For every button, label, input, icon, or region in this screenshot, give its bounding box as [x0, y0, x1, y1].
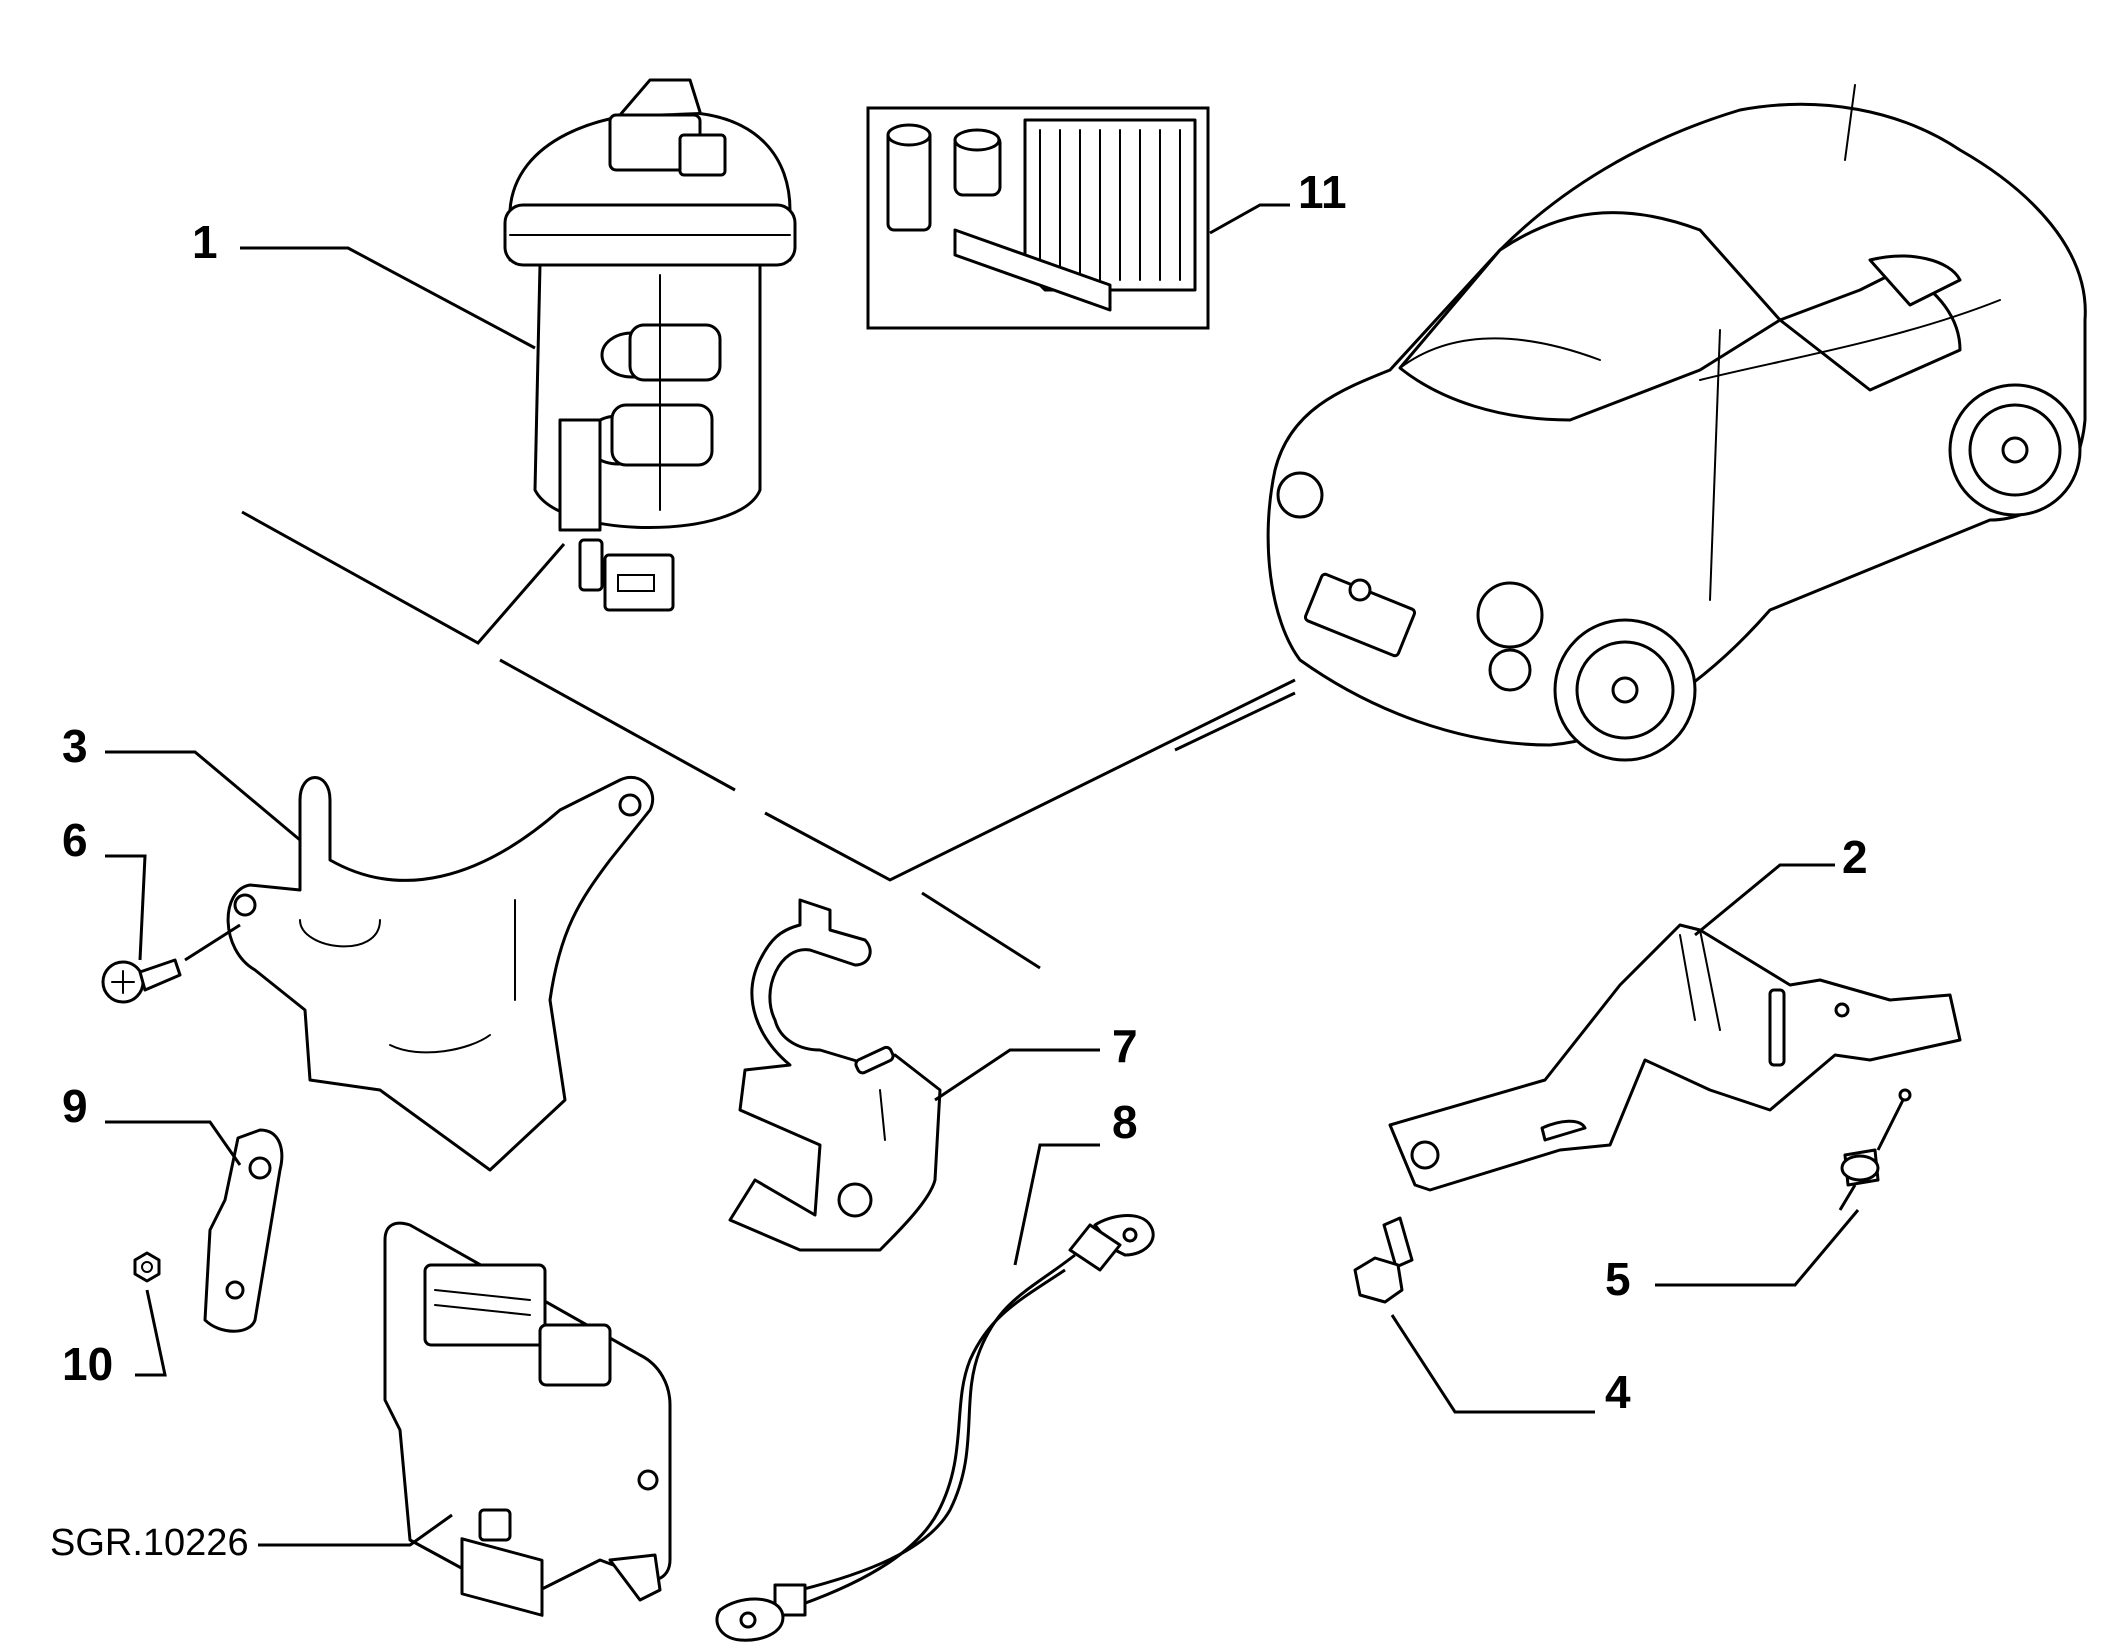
- callout-4: 4: [1390, 1314, 1631, 1418]
- plate-part-9[interactable]: [203, 1128, 284, 1333]
- svg-text:9: 9: [62, 1080, 88, 1132]
- svg-text:6: 6: [62, 814, 88, 866]
- bracket-part-2[interactable]: [1388, 923, 1962, 1192]
- svg-text:1: 1: [192, 216, 218, 268]
- bolt-part-4[interactable]: [1353, 1216, 1414, 1304]
- callout-1: 1: [192, 216, 536, 350]
- callout-7: 7: [934, 1020, 1138, 1102]
- callout-11: 11: [1209, 166, 1347, 235]
- pin-part-5[interactable]: [1838, 1088, 1912, 1211]
- svg-text:2: 2: [1842, 831, 1868, 883]
- svg-text:SGR.10226: SGR.10226: [50, 1522, 249, 1564]
- callout-5: 5: [1605, 1209, 1860, 1305]
- svg-text:4: 4: [1605, 1366, 1631, 1418]
- svg-text:5: 5: [1605, 1253, 1631, 1305]
- nut-part-10[interactable]: [133, 1251, 161, 1283]
- reference-label: SGR.10226: [50, 1513, 453, 1564]
- callout-3: 3: [62, 720, 301, 842]
- svg-text:3: 3: [62, 720, 88, 772]
- filter-kit-part[interactable]: [866, 106, 1210, 330]
- callout-8: 8: [1013, 1096, 1138, 1266]
- svg-text:7: 7: [1112, 1020, 1138, 1072]
- svg-text:10: 10: [62, 1338, 113, 1390]
- callout-9: 9: [62, 1080, 242, 1166]
- clip-part-7[interactable]: [728, 898, 942, 1252]
- screw-part-6[interactable]: [101, 958, 182, 1004]
- grouping-lines: [241, 510, 1296, 970]
- callout-10: 10: [62, 1289, 167, 1390]
- fuel-filter-part[interactable]: [503, 78, 797, 612]
- callout-6: 6: [62, 814, 241, 962]
- control-unit-part[interactable]: [383, 1221, 672, 1617]
- ground-strap-part-8[interactable]: [715, 1214, 1155, 1642]
- bracket-part-3[interactable]: [226, 775, 655, 1172]
- svg-text:11: 11: [1298, 166, 1347, 218]
- svg-text:8: 8: [1112, 1096, 1138, 1148]
- vehicle-illustration: [1266, 84, 2087, 762]
- callout-2: 2: [1694, 831, 1868, 937]
